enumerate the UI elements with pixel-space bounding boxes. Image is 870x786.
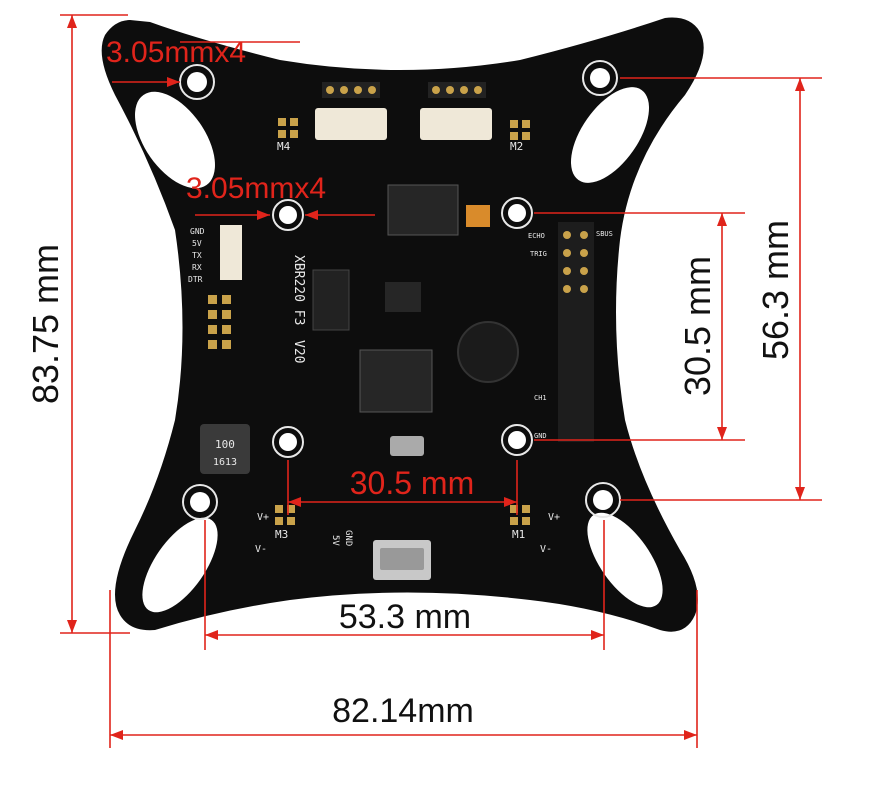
label-ch1: CH1	[534, 394, 547, 402]
motor-pads-m2	[510, 120, 530, 140]
label-chip-id: 100	[215, 438, 235, 451]
label-width-mount-inner: 30.5 mm	[350, 465, 474, 501]
cutout-bottom-right	[587, 512, 663, 608]
pcb-board	[101, 17, 704, 632]
label-chip-id2: 1613	[213, 457, 237, 468]
header-top-right	[428, 82, 486, 98]
right-pin-header	[558, 222, 594, 442]
mount-hole-outer-bl	[182, 484, 218, 520]
cutout-top-right	[570, 87, 650, 183]
motor-pads-m1	[510, 505, 530, 525]
label-dtr: DTR	[188, 275, 203, 284]
label-gnd-left: GND	[190, 227, 205, 236]
label-sbus: SBUS	[596, 230, 613, 238]
label-tx: TX	[192, 251, 202, 260]
label-height-overall: 83.75 mm	[25, 244, 66, 404]
label-vminus-bl: V-	[255, 544, 267, 555]
label-vminus-br: V-	[540, 544, 552, 555]
connector-top-left	[315, 108, 387, 140]
label-gnd-right: GND	[534, 432, 547, 440]
mount-hole-inner-bl	[272, 426, 304, 458]
label-5v-bottom: 5V	[330, 535, 340, 546]
chip-small-1	[312, 269, 350, 331]
arrow-heads	[67, 15, 805, 740]
label-width-overall: 82.14mm	[332, 692, 474, 730]
mount-hole-inner-br	[501, 424, 533, 456]
mcu-chip	[359, 349, 433, 413]
cutout-top-left	[135, 91, 215, 189]
left-pin-header	[208, 295, 231, 349]
label-hole-inner: 3.05mmx4	[186, 172, 326, 205]
label-hole-outer: 3.05mmx4	[106, 36, 246, 69]
mount-hole-inner-tr	[501, 197, 533, 229]
label-model: XBR220 F3	[291, 255, 306, 325]
label-trig: TRIG	[530, 250, 547, 258]
capacitor-orange	[466, 205, 490, 227]
header-top-left	[322, 82, 380, 98]
crystal	[390, 436, 424, 456]
left-connector	[220, 225, 242, 280]
mount-hole-outer-tr	[582, 60, 618, 96]
motor-pads-m4	[278, 118, 298, 138]
label-vplus-br: V+	[548, 512, 560, 523]
cutout-bottom-left	[142, 517, 218, 613]
driver-chip	[387, 184, 459, 236]
label-m2: M2	[510, 140, 523, 153]
label-vplus-bl: V+	[257, 512, 269, 523]
label-width-mount-outer: 53.3 mm	[339, 598, 471, 636]
motor-pads-m3	[275, 505, 295, 525]
inductor	[200, 424, 250, 474]
label-echo: ECHO	[528, 232, 545, 240]
mount-hole-inner-tl	[272, 199, 304, 231]
label-m1: M1	[512, 528, 525, 541]
label-5v-left: 5V	[192, 239, 202, 248]
label-height-mount-outer: 56.3 mm	[755, 220, 796, 360]
label-gnd-bottom: GND	[343, 530, 353, 546]
buzzer	[457, 321, 519, 383]
label-version: V20	[291, 340, 306, 363]
connector-top-right	[420, 108, 492, 140]
label-height-mount-inner: 30.5 mm	[677, 256, 718, 396]
dimension-lines	[60, 14, 822, 748]
sensor-chip	[385, 282, 421, 312]
label-rx: RX	[192, 263, 202, 272]
label-m3: M3	[275, 528, 288, 541]
label-m4: M4	[277, 140, 291, 153]
